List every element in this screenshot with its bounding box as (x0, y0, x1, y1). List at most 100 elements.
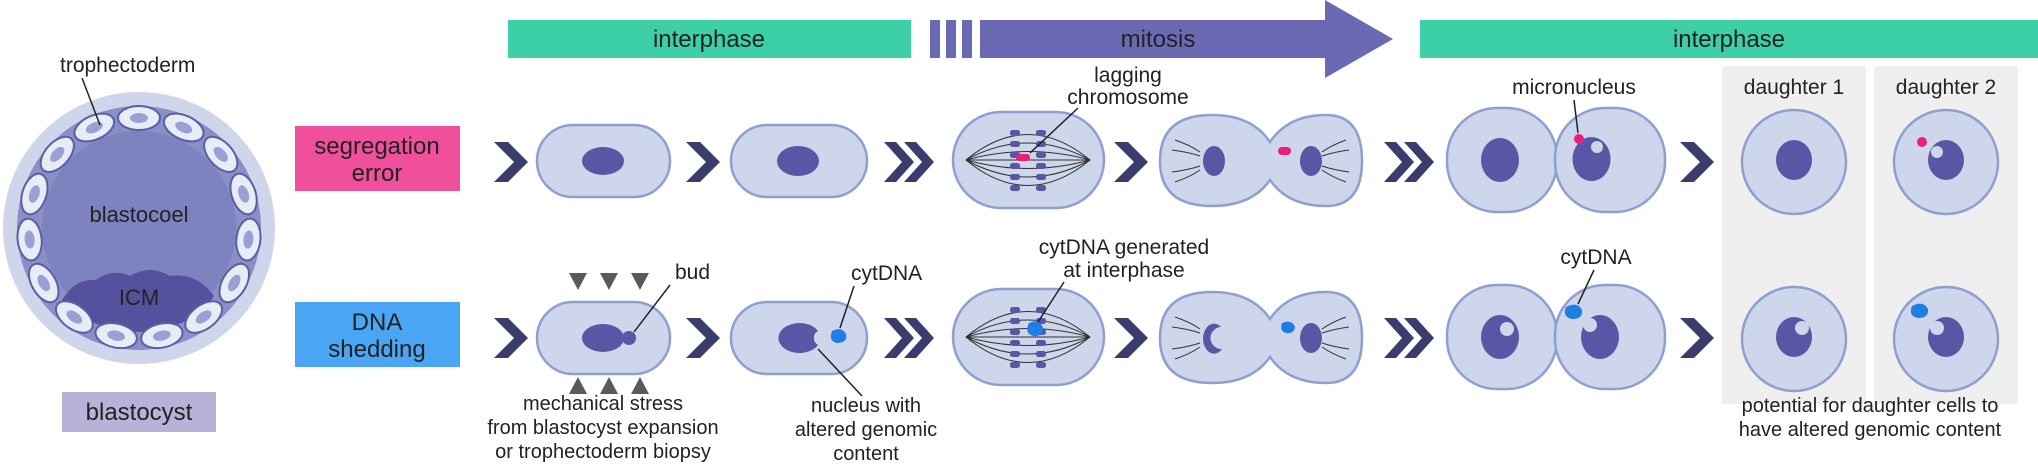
shed-cell-anaphase (1158, 290, 1364, 385)
chromosome (1036, 362, 1046, 368)
nucleus (1776, 140, 1812, 180)
segregation-label-line1: segregation (314, 133, 439, 160)
icm-mass (62, 270, 214, 332)
trophectoderm-nucleus (37, 274, 50, 292)
chromosome (1010, 329, 1020, 335)
shed-cell-metaphase (951, 287, 1106, 387)
chromosomes (1010, 307, 1046, 368)
seg-daughter1 (1740, 108, 1848, 216)
chromosome (1010, 318, 1020, 324)
chevron-arrow (1114, 318, 1148, 358)
chromosome (1010, 185, 1020, 191)
chromosome (1010, 163, 1020, 169)
blastocyst-title: blastocyst (86, 399, 193, 426)
trophectoderm-nucleus (50, 146, 65, 162)
lagging-label-line1: lagging (1094, 64, 1162, 87)
trophectoderm-nucleus (107, 330, 125, 341)
cytdna-right-pointer (1577, 269, 1595, 305)
nucleus-pointer (817, 348, 863, 397)
seg-cell-metaphase (951, 110, 1106, 210)
icm-label: ICM (119, 285, 159, 310)
segregation-label-line2: error (352, 160, 403, 187)
shed-daughter1 (1740, 285, 1848, 393)
micronucleus-label: micronucleus (1512, 76, 1636, 99)
nucleus-label-line2: altered genomic (795, 419, 937, 441)
chromosome (1010, 307, 1020, 313)
spindle-fiber (965, 336, 1091, 346)
spindle-fiber (965, 159, 1091, 169)
lagging-pointer (1029, 107, 1079, 154)
lagging-chromosome (1278, 147, 1291, 155)
nucleus (778, 323, 818, 354)
nucleus (1203, 323, 1222, 354)
seg-cell-anaphase (1158, 113, 1364, 208)
bud-pointer (633, 284, 671, 333)
chromosome (1036, 152, 1046, 158)
potential-label-line2: have altered genomic content (1739, 419, 2002, 441)
nuclear-bud (622, 331, 636, 345)
chevron-arrow (1114, 142, 1148, 182)
nucleus (582, 324, 624, 352)
row-label-dna-shedding: DNA shedding (295, 302, 460, 367)
phase-arrow-mitosis: mitosis (930, 0, 1393, 78)
shedding-label-line1: DNA (352, 309, 403, 336)
cytdna-right-label: cytDNA (1560, 246, 1631, 269)
row-label-segregation-error: segregation error (295, 126, 460, 191)
stress-triangles (569, 273, 649, 394)
shed-cell-interphase-2 (729, 300, 869, 376)
trophectoderm-nucleus (85, 121, 103, 134)
spindle-fiber (965, 336, 1091, 355)
chromosome (1010, 130, 1020, 136)
nucleus (1300, 323, 1322, 353)
nucleus (1481, 315, 1519, 359)
spindle-fiber (965, 159, 1091, 186)
seg-cell-interphase-1 (535, 123, 672, 199)
trophectoderm-nucleus (238, 185, 250, 203)
lagging-label-line2: chromosome (1067, 86, 1188, 109)
nucleus (582, 147, 624, 175)
nucleus (1300, 146, 1322, 176)
chevron-arrow (494, 318, 528, 358)
seg-cell-interphase-2 (729, 123, 869, 199)
phase-label-mitosis: mitosis (1121, 26, 1196, 53)
chevron-double-arrow (884, 318, 934, 358)
spindle-fiber (965, 159, 1091, 178)
chromosome (1036, 163, 1046, 169)
blastocoel-label: blastocoel (89, 202, 188, 227)
cytdna-fragment (1027, 321, 1043, 337)
bud-label: bud (675, 261, 710, 284)
nucleus (1481, 138, 1519, 182)
spindle-fiber (965, 142, 1091, 161)
daughter1-label: daughter 1 (1744, 76, 1844, 99)
stress-label-line3: or trophectoderm biopsy (495, 441, 711, 463)
spindle-fibers (965, 134, 1091, 186)
seg-cell-telophase (1445, 106, 1667, 214)
trophectoderm-nucleus (175, 121, 193, 134)
chevron-double-arrow (884, 142, 934, 182)
spindle-fibers (1171, 139, 1350, 183)
chromosome (1036, 130, 1046, 136)
trophectoderm-nucleus (153, 330, 171, 341)
phase-bar-interphase-right: interphase (1420, 20, 2038, 58)
cytdna-pointer (839, 285, 855, 329)
trophectoderm-nucleus (243, 230, 254, 249)
trophectoderm-nucleus (28, 185, 40, 203)
chromosome (1010, 362, 1020, 368)
stress-label-line1: mechanical stress (523, 393, 683, 415)
chevron-arrow (494, 142, 528, 182)
trophectoderm-nucleus (195, 310, 212, 324)
spindle-fibers (965, 311, 1091, 363)
chromosome (1010, 141, 1020, 147)
spindle-fiber (965, 319, 1091, 338)
nucleus-label-line1: nucleus with (811, 395, 921, 417)
cytdna-interphase-label-line2: at interphase (1063, 259, 1184, 282)
trophectoderm-label: trophectoderm (60, 54, 195, 77)
chevron-double-arrow (1384, 318, 1434, 358)
micronucleus-dot (1574, 134, 1584, 144)
nucleus (1928, 140, 1964, 180)
trophectoderm-pointer (81, 77, 101, 126)
chevron-arrow (686, 142, 720, 182)
trophectoderm-nucleus (24, 230, 35, 249)
nucleus (1203, 146, 1225, 176)
cytdna-fragment (1910, 303, 1929, 318)
